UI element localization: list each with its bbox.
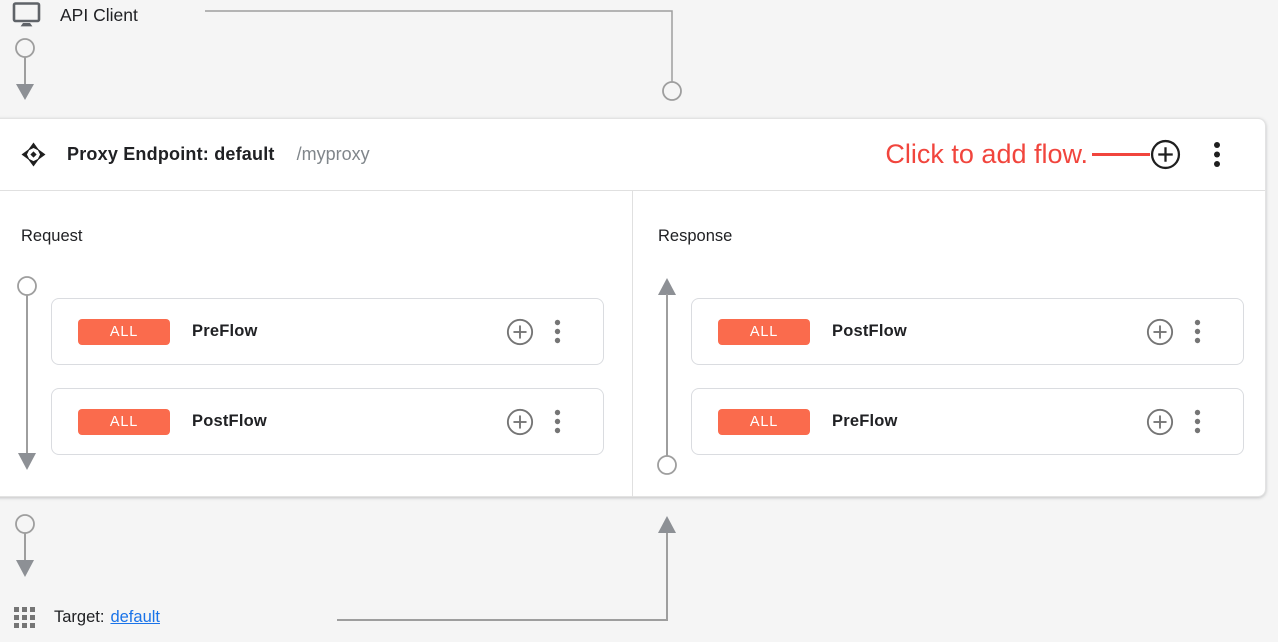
add-flow-annotation: Click to add flow. [885,139,1088,169]
condition-badge: ALL [718,318,810,345]
proxy-endpoint-panel: Proxy Endpoint: default /myproxy Click t… [0,118,1266,497]
target-label: Target: [54,608,105,626]
flow-name: PostFlow [192,412,267,430]
plus-circle-icon [1146,318,1174,345]
flow-menu-button[interactable] [1194,319,1201,344]
request-postflow-card[interactable]: ALL PostFlow [51,388,604,455]
add-policy-button[interactable] [506,408,534,436]
api-client-node: API Client [12,2,138,28]
connector-client-to-proxy-down [15,38,35,100]
connector-client-elbow [205,10,682,101]
add-policy-button[interactable] [506,318,534,346]
proxy-endpoint-base-path: /myproxy [296,144,370,164]
proxy-endpoint-body: Request ALL PreFlow [0,191,1265,497]
request-label: Request [21,227,83,245]
grid-icon [14,607,35,628]
plus-circle-icon [506,408,534,435]
target-default-link[interactable]: default [110,608,160,626]
flow-menu-button[interactable] [1194,409,1201,434]
move-icon [21,142,46,167]
kebab-menu-icon [1194,319,1201,344]
condition-badge: ALL [78,318,170,345]
monitor-icon [12,2,41,27]
response-preflow-card[interactable]: ALL PreFlow [691,388,1244,455]
response-column: Response ALL PostFlow [633,191,1265,497]
flow-menu-button[interactable] [554,409,561,434]
flow-menu-button[interactable] [554,319,561,344]
kebab-menu-icon [1194,409,1201,434]
plus-circle-icon [506,318,534,345]
proxy-endpoint-title: Proxy Endpoint: default [67,144,275,164]
target-endpoint-node: Target: default [14,607,160,628]
plus-circle-icon [1150,139,1181,170]
flow-name: PostFlow [832,322,907,340]
proxy-endpoint-header: Proxy Endpoint: default /myproxy Click t… [0,119,1265,191]
kebab-menu-icon [1214,142,1220,167]
connector-proxy-to-target-down [15,514,35,577]
add-policy-button[interactable] [1146,318,1174,346]
flow-name: PreFlow [192,322,258,340]
request-preflow-card[interactable]: ALL PreFlow [51,298,604,365]
kebab-menu-icon [554,409,561,434]
kebab-menu-icon [554,319,561,344]
add-flow-button[interactable] [1150,139,1181,170]
plus-circle-icon [1146,408,1174,435]
annotation-pointer-line [1092,153,1150,156]
add-policy-button[interactable] [1146,408,1174,436]
request-column: Request ALL PreFlow [0,191,633,497]
flow-name: PreFlow [832,412,898,430]
connector-target-to-response [337,516,676,621]
endpoint-menu-button[interactable] [1213,141,1221,168]
condition-badge: ALL [78,408,170,435]
condition-badge: ALL [718,408,810,435]
response-postflow-card[interactable]: ALL PostFlow [691,298,1244,365]
response-label: Response [658,227,733,245]
api-client-label: API Client [60,4,138,25]
